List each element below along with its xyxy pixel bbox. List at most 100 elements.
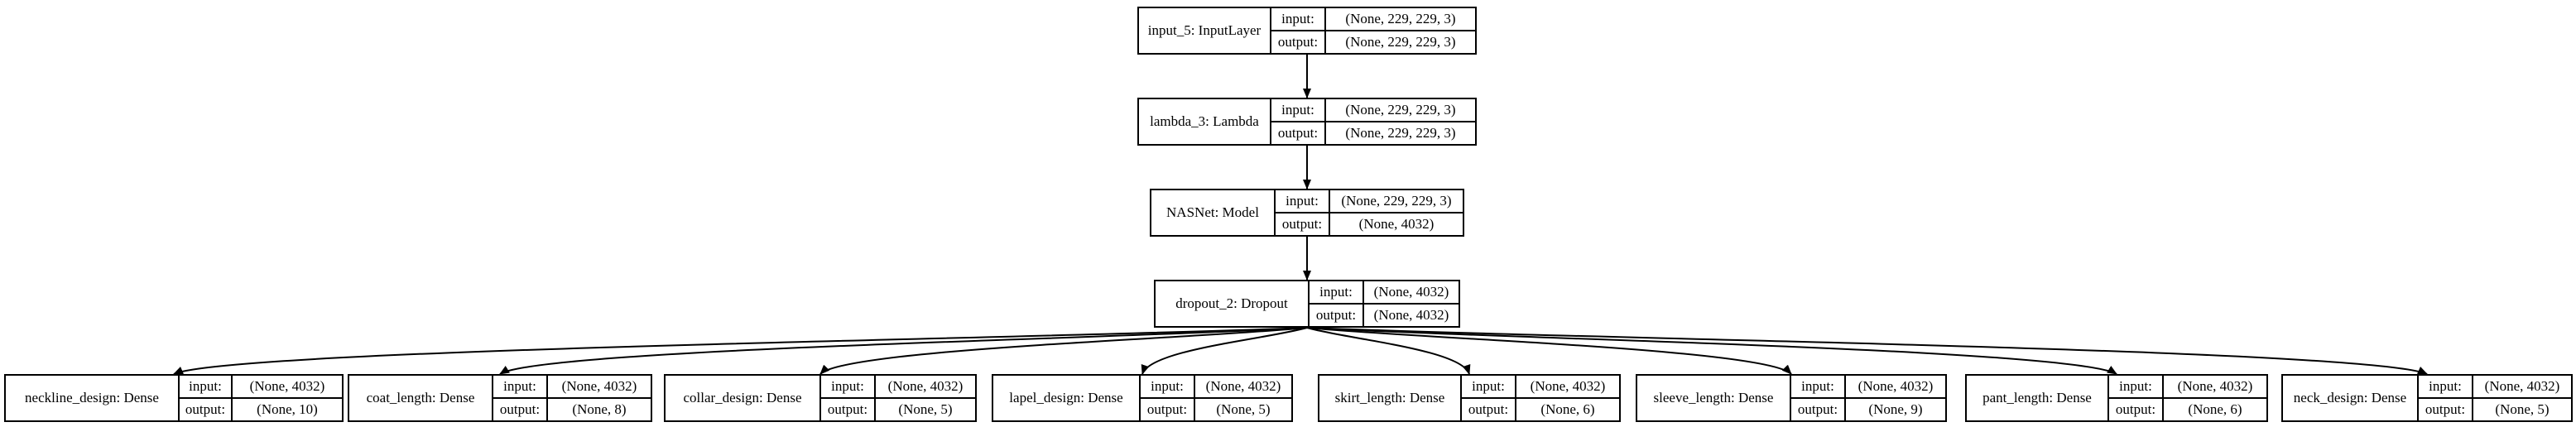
edge-dropout-to-neck-design [1306, 327, 2428, 375]
input-label: input: [821, 376, 876, 397]
output-label: output: [1310, 305, 1364, 326]
input-shape: (None, 4032) [2484, 378, 2560, 394]
layer-name: neckline_design: Dense [6, 376, 180, 420]
output-label: output: [493, 399, 548, 420]
output-label: output: [2109, 399, 2164, 420]
layer-input-row: input: (None, 4032) [821, 376, 975, 397]
layer-output-row: output:(None, 5) [2419, 397, 2571, 420]
input-shape: (None, 4032) [1373, 284, 1449, 300]
layer-name: collar_design: Dense [666, 376, 821, 420]
edge-dropout-to-neckline-design [173, 327, 1308, 375]
output-shape: (None, 6) [1540, 401, 1595, 417]
layer-input-row: input: (None, 4032) [2419, 376, 2571, 397]
input-shape: (None, 4032) [2177, 378, 2253, 394]
output-label: output: [1276, 214, 1330, 235]
output-shape: (None, 4032) [1358, 216, 1435, 232]
output-label: output: [1141, 399, 1195, 420]
layer-output-row: output: (None, 6) [2109, 397, 2266, 420]
layer-name: dropout_2: Dropout [1156, 281, 1310, 326]
output-label: output: [2419, 399, 2473, 420]
input-label: input: [1271, 8, 1326, 30]
output-shape: (None, 229, 229, 3) [1345, 125, 1456, 141]
input-shape: (None, 4032) [1858, 378, 1934, 394]
layer-name: lapel_design: Dense [993, 376, 1141, 420]
output-shape: (None, 6) [2188, 401, 2242, 417]
edge-dropout-to-pant-length [1306, 327, 2117, 375]
layer-input-row: input: (None, 4032) [1791, 376, 1945, 397]
input-label: input: [1310, 281, 1364, 303]
layer-name: skirt_length: Dense [1319, 376, 1462, 420]
output-label: output: [1271, 122, 1326, 144]
input-label: input: [1276, 190, 1330, 212]
input-shape: (None, 229, 229, 3) [1345, 11, 1456, 26]
edge-dropout-to-skirt-length [1306, 327, 1471, 375]
layer-input-row: input:(None, 4032) [2109, 376, 2266, 397]
layer-name: coat_length: Dense [349, 376, 493, 420]
output-shape: (None, 10) [257, 401, 318, 417]
layer-input-row: input: (None, 4032) [493, 376, 651, 397]
edge-dropout-to-lapel-design [1141, 327, 1308, 375]
output-label: output: [1462, 399, 1516, 420]
layer-name: lambda_3: Lambda [1139, 99, 1271, 144]
layer-name: sleeve_length: Dense [1637, 376, 1791, 420]
layer-input-row: input: (None, 4032) [1141, 376, 1291, 397]
layer-input-row: input: (None, 4032) [180, 376, 342, 397]
input-label: input: [1271, 99, 1326, 121]
input-shape: (None, 4032) [561, 378, 637, 394]
layer-output-row: output: (None, 6) [1462, 397, 1619, 420]
output-shape: (None, 9) [1868, 401, 1923, 417]
output-label: output: [180, 399, 233, 420]
edge-dropout-to-collar-design [819, 327, 1308, 375]
output-label: output: [1791, 399, 1846, 420]
edge-dropout-to-sleeve-length [1306, 327, 1792, 375]
output-shape: (None, 5) [898, 401, 953, 417]
layer-name: pant_length: Dense [1967, 376, 2109, 420]
input-label: input: [493, 376, 548, 397]
input-label: input: [1462, 376, 1516, 397]
layer-input-row: input: (None, 229, 229, 3) [1271, 99, 1475, 121]
layer-output-row: output: (None, 229, 229, 3) [1271, 30, 1475, 53]
layer-output-row: output: (None, 10) [180, 397, 342, 420]
input-shape: (None, 229, 229, 3) [1345, 102, 1456, 118]
output-shape: (None, 8) [572, 401, 627, 417]
output-shape: (None, 4032) [1373, 307, 1449, 323]
output-shape: (None, 229, 229, 3) [1345, 34, 1456, 50]
output-shape: (None, 5) [1216, 401, 1271, 417]
input-label: input: [1141, 376, 1195, 397]
layer-output-row: output: (None, 5) [1141, 397, 1291, 420]
input-shape: (None, 4032) [1205, 378, 1281, 394]
output-label: output: [1271, 31, 1326, 53]
input-shape: (None, 4032) [249, 378, 325, 394]
output-label: output: [821, 399, 876, 420]
layer-input-row: input:(None, 229, 229, 3) [1276, 190, 1463, 212]
layer-input-row: input: (None, 4032) [1310, 281, 1459, 303]
layer-name: neck_design: Dense [2283, 376, 2419, 420]
layer-output-row: output: (None, 4032) [1310, 303, 1459, 326]
layer-output-row: output: (None, 229, 229, 3) [1271, 121, 1475, 144]
layer-input-row: input:(None, 4032) [1462, 376, 1619, 397]
input-shape: (None, 4032) [887, 378, 964, 394]
layer-output-row: output: (None, 4032) [1276, 212, 1463, 235]
edge-dropout-to-coat-length [499, 327, 1308, 375]
input-label: input: [180, 376, 233, 397]
input-label: input: [2419, 376, 2473, 397]
layer-name: NASNet: Model [1151, 190, 1276, 235]
input-label: input: [1791, 376, 1846, 397]
layer-output-row: output: (None, 9) [1791, 397, 1945, 420]
layer-input-row: input: (None, 229, 229, 3) [1271, 8, 1475, 30]
layer-name: input_5: InputLayer [1139, 8, 1271, 53]
